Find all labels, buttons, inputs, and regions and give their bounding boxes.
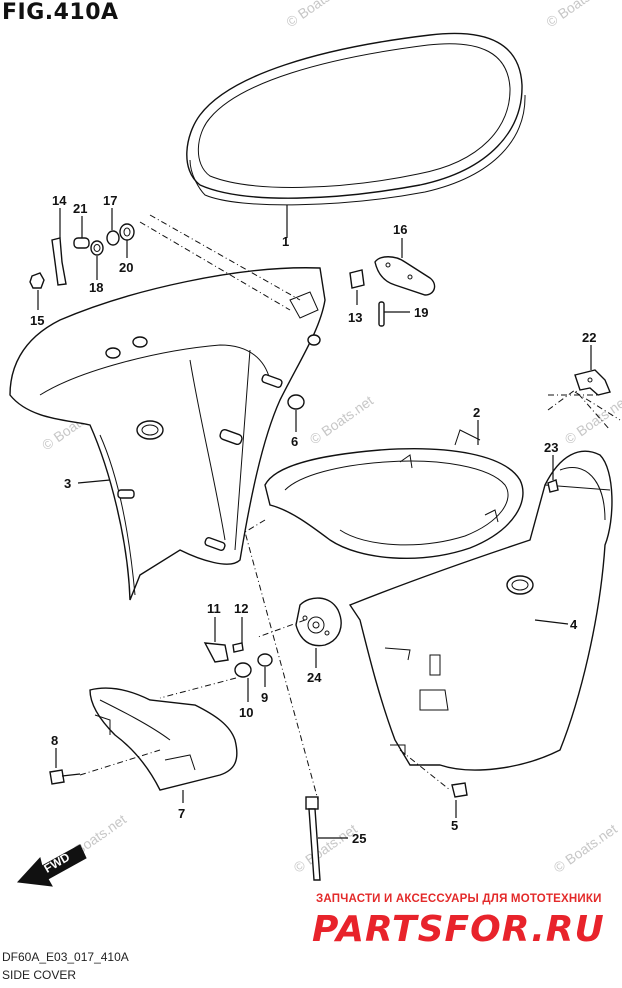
watermark: © Boats.net bbox=[307, 392, 376, 447]
callout-18: 18 bbox=[89, 280, 103, 295]
watermark: © Boats.net bbox=[543, 0, 612, 30]
fwd-arrow-icon: FWD bbox=[16, 844, 87, 887]
figure-code: DF60A_E03_017_410A bbox=[2, 950, 129, 964]
callout-1: 1 bbox=[282, 234, 289, 249]
seal-ring-part bbox=[186, 32, 526, 206]
callout-11: 11 bbox=[207, 601, 221, 616]
callout-20: 20 bbox=[119, 260, 133, 275]
callout-13: 13 bbox=[348, 310, 362, 325]
ad-subtitle: ЗАПЧАСТИ И АКСЕССУАРЫ ДЛЯ МОТОТЕХНИКИ bbox=[316, 893, 602, 905]
callout-21: 21 bbox=[73, 201, 87, 216]
watermark: © Boats.net bbox=[551, 821, 620, 876]
figure-title: FIG.410A bbox=[2, 0, 119, 25]
watermark: © Boats.net bbox=[283, 0, 352, 30]
callout-17: 17 bbox=[103, 193, 117, 208]
clip-part bbox=[574, 369, 611, 396]
callout-22: 22 bbox=[582, 330, 596, 345]
callout-9: 9 bbox=[261, 690, 268, 705]
bracket-part bbox=[374, 256, 436, 296]
grommet-part bbox=[295, 597, 342, 647]
leader-lines bbox=[37, 205, 592, 839]
callout-3: 3 bbox=[64, 476, 71, 491]
cable-tie-part bbox=[305, 796, 321, 881]
lower-front-cover-part bbox=[89, 687, 238, 791]
callout-8: 8 bbox=[51, 733, 58, 748]
callout-12: 12 bbox=[234, 601, 248, 616]
watermark: © Boats.net bbox=[562, 392, 622, 447]
callout-2: 2 bbox=[473, 405, 480, 420]
callout-19: 19 bbox=[414, 305, 428, 320]
callout-16: 16 bbox=[393, 222, 407, 237]
assembly-lines bbox=[79, 214, 621, 801]
inner-frame-part bbox=[264, 429, 524, 559]
callout-labels: 1 2 3 4 5 6 7 8 9 10 11 12 13 14 15 16 1… bbox=[30, 193, 596, 846]
callout-10: 10 bbox=[239, 705, 253, 720]
callout-4: 4 bbox=[570, 617, 578, 632]
callout-14: 14 bbox=[52, 193, 67, 208]
watermark: © Boats.net bbox=[291, 821, 360, 876]
callout-15: 15 bbox=[30, 313, 44, 328]
callout-7: 7 bbox=[178, 806, 185, 821]
callout-5: 5 bbox=[451, 818, 458, 833]
left-side-cover-part bbox=[9, 267, 326, 601]
ad-logo[interactable]: PARTSFOR.RU bbox=[312, 909, 605, 950]
callout-24: 24 bbox=[307, 670, 322, 685]
callout-25: 25 bbox=[352, 831, 366, 846]
figure-name: SIDE COVER bbox=[2, 968, 77, 982]
callout-6: 6 bbox=[291, 434, 298, 449]
callout-23: 23 bbox=[544, 440, 558, 455]
right-side-cover-part bbox=[348, 450, 613, 771]
hardware-parts bbox=[29, 223, 559, 798]
